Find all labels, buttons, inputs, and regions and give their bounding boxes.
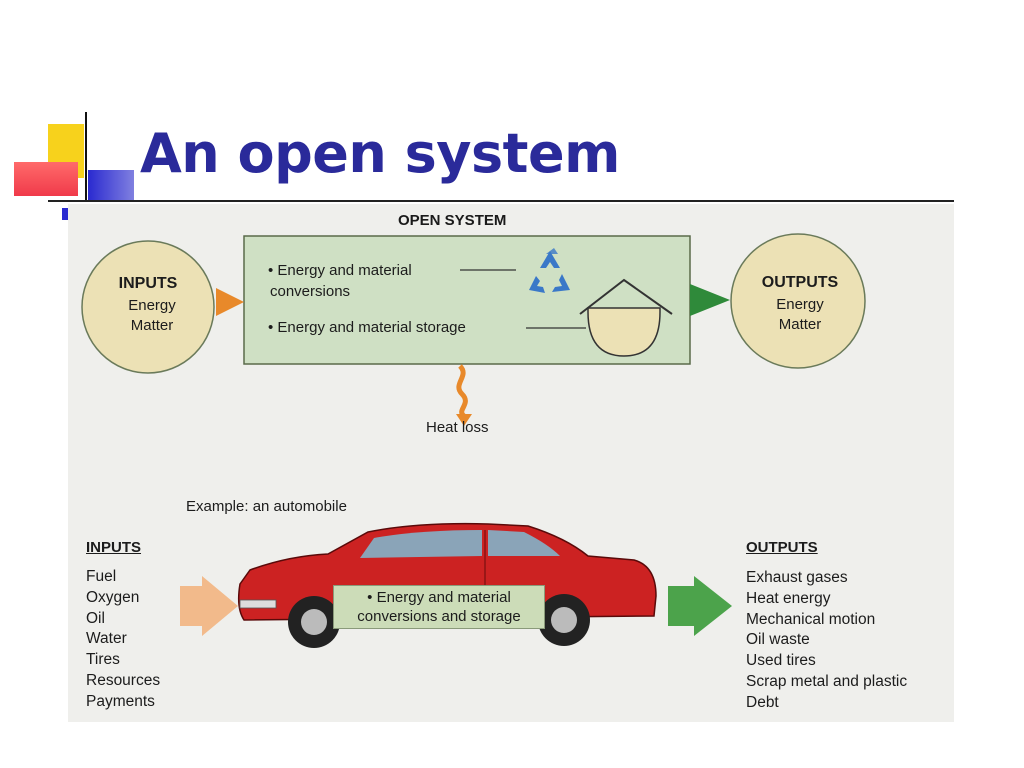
output-item: Debt	[746, 693, 779, 711]
deco-vertical-line	[85, 112, 87, 202]
input-item: Resources	[86, 671, 161, 689]
storage-house-icon	[579, 278, 673, 357]
outputs-circle	[730, 233, 866, 369]
inputs-line-energy: Energy	[128, 297, 176, 314]
input-item: Oxygen	[86, 588, 140, 606]
car-conversion-label: • Energy and material conversions and st…	[333, 585, 545, 629]
input-item: Oil	[86, 609, 105, 627]
input-item: Tires	[86, 651, 120, 669]
example-inputs-heading: INPUTS	[86, 539, 142, 556]
output-item: Oil waste	[746, 631, 810, 649]
recycle-icon	[529, 248, 570, 293]
system-item-storage: • Energy and material storage	[268, 319, 466, 336]
output-item: Heat energy	[746, 589, 831, 607]
input-item: Payments	[86, 692, 155, 710]
output-item: Used tires	[746, 652, 816, 670]
system-item-conversions-line1: • Energy and material	[268, 262, 412, 279]
car-label-line1: • Energy and material	[367, 589, 511, 606]
example-outputs-list: Exhaust gases Heat energy Mechanical mot…	[746, 568, 907, 714]
slide-title: An open system	[140, 122, 620, 185]
deco-red-square	[14, 162, 78, 196]
output-item: Scrap metal and plastic	[746, 672, 908, 690]
car-output-arrow-icon	[668, 576, 732, 636]
output-arrow-icon	[690, 284, 730, 316]
deco-horizontal-line	[48, 200, 954, 202]
heat-arrow-icon	[456, 364, 472, 426]
example-outputs-heading: OUTPUTS	[746, 539, 818, 556]
car-input-arrow-icon	[180, 576, 238, 636]
heat-loss-label: Heat loss	[426, 419, 489, 436]
deco-blue-square	[88, 170, 134, 200]
open-system-figure: OPEN SYSTEM INPUTS Energy Matter OUTPUTS…	[68, 204, 954, 722]
deco-small-blue-mark	[62, 208, 68, 220]
input-item: Fuel	[86, 568, 117, 585]
car-label-line2: conversions and storage	[357, 608, 521, 625]
open-system-title: OPEN SYSTEM	[398, 212, 507, 229]
inputs-circle	[81, 240, 215, 374]
diagram-graphics	[81, 233, 866, 648]
output-item: Mechanical motion	[746, 610, 876, 628]
outputs-line-energy: Energy	[776, 296, 824, 313]
output-item: Exhaust gases	[746, 569, 848, 586]
example-caption: Example: an automobile	[186, 498, 347, 515]
outputs-title: OUTPUTS	[761, 274, 839, 291]
example-inputs-list: Fuel Oxygen Oil Water Tires Resources Pa…	[86, 567, 160, 713]
input-item: Water	[86, 630, 127, 648]
system-item-conversions-line2: conversions	[270, 283, 351, 300]
outputs-line-matter: Matter	[778, 316, 822, 333]
inputs-line-matter: Matter	[130, 317, 174, 334]
inputs-title: INPUTS	[118, 275, 178, 292]
input-arrow-icon	[216, 288, 244, 316]
